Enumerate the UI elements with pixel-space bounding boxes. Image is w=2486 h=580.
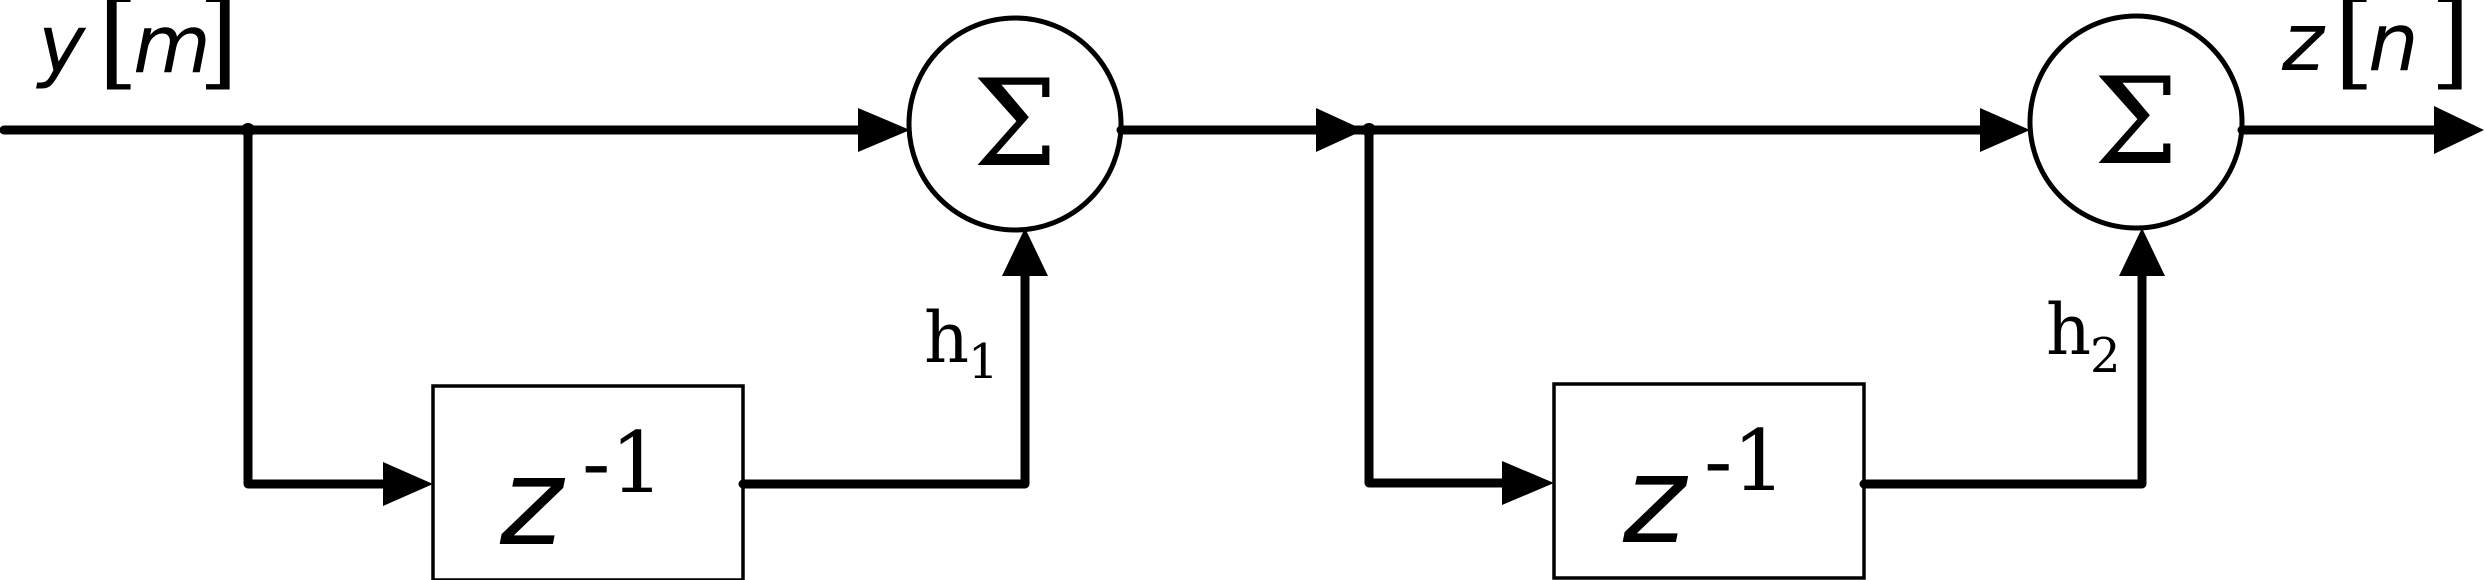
gain-1-label: h 1 [924,297,999,390]
adder-1 [906,15,1124,233]
input-signal-label: y [ m ] [36,0,239,101]
output-signal-label: z [ n ] [2281,0,2471,101]
output-bracket-open: [ [2334,0,2375,101]
gain-2-label: h 2 [2046,289,2121,384]
delay-2-exponent: -1 [1704,412,1786,510]
gain-1-path-line [738,267,1030,489]
adder-1-input-arrowhead [858,108,910,152]
delay-2-label: z -1 [1622,412,1786,571]
input-bracket-close: ] [198,0,239,101]
delay-2-feed-line [1364,125,1510,488]
intermediate-arrowhead [1316,108,1364,152]
adder-2-feedforward-arrowhead [2119,228,2165,276]
delay-1-input-arrowhead [383,462,433,506]
input-signal-index: m [133,0,211,91]
input-bracket-open: [ [98,0,139,101]
delay-2-input-arrowhead [1502,461,1554,505]
branch-node-1 [241,123,255,137]
adder-2-sigma-symbol: Σ [2094,53,2179,192]
stage-1: z -1 h 1 Σ [0,15,1124,580]
branch-node-2 [1362,123,1376,137]
delay-block-2 [1552,382,1866,580]
gain-1-subscript: 1 [968,334,999,390]
adder-1-sigma-symbol: Σ [973,55,1058,194]
delay-1-exponent: -1 [582,414,664,512]
gain-2-subscript: 2 [2090,328,2121,384]
delay-1-base: z [499,434,566,573]
input-signal-name: y [36,0,87,91]
adder-2 [2027,13,2245,231]
output-bracket-close: ] [2430,0,2471,101]
delay-1-label: z -1 [499,414,664,573]
adder-1-feedforward-arrowhead [1002,228,1048,276]
output-signal-name: z [2281,0,2326,89]
delay-2-base: z [1622,432,1689,571]
gain-2-base: h [2046,289,2091,371]
delay-block-1 [431,384,745,580]
stage-2: z -1 h 2 Σ [1116,13,2484,580]
delay-1-feed-line [243,125,390,489]
gain-1-base: h [924,297,969,379]
adder-2-input-arrowhead [1980,108,2030,152]
gain-2-path-line [1859,267,2147,489]
output-arrowhead [2434,106,2484,154]
output-signal-index: n [2368,0,2419,89]
